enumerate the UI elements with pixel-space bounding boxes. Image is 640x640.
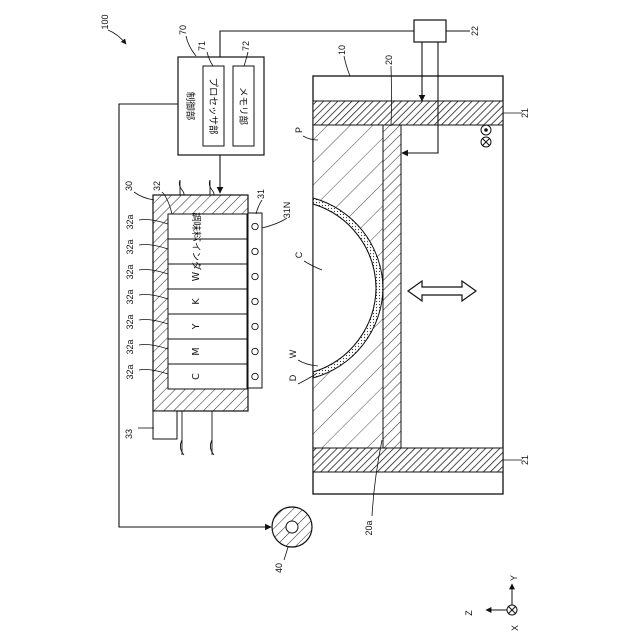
axis-y-label: Y [509,575,519,581]
heater-40 [272,507,312,547]
label-C: C [294,251,304,258]
label-20: 20 [384,55,394,65]
label-32a: 32a [125,289,135,304]
nozzle [252,298,258,304]
label-71: 71 [197,41,207,51]
label-P: P [294,127,304,133]
label-W: W [288,349,298,358]
cartridge-32a [168,239,247,264]
label-30: 30 [124,181,134,191]
rail-21-bottom [313,448,503,472]
nozzle [252,373,258,379]
label-22: 22 [470,26,480,36]
carriage-33 [153,411,177,439]
nozzle [252,248,258,254]
label-32a: 32a [125,364,135,379]
memory-label: メモリ部 [237,87,249,125]
label-70: 70 [178,25,188,35]
cartridge-32a [168,214,247,239]
rail-21-top [313,101,503,125]
nozzle [252,223,258,229]
axis-z-label: Z [464,610,474,616]
label-D: D [288,374,298,381]
cartridge-label: 調味料 [190,212,202,241]
label-31N: 31N [282,202,292,219]
label-100: 100 [100,14,110,29]
label-32a: 32a [125,239,135,254]
label-32a: 32a [125,214,135,229]
label-32a: 32a [125,339,135,354]
label-32: 32 [152,181,162,191]
stage-20 [383,125,401,448]
cartridge-label: W [191,271,202,281]
axes-indicator: Y Z X [464,575,520,631]
cartridge-32a [168,264,247,289]
label-32a: 32a [125,314,135,329]
processor-label: プロセッサ部 [207,77,219,134]
label-10: 10 [337,45,347,55]
cartridge-32a [168,289,247,314]
cartridge-32a [168,364,247,389]
label-33: 33 [124,429,134,439]
nozzle [252,348,258,354]
cartridge-32a [168,339,247,364]
nozzle [252,323,258,329]
nozzle [252,273,258,279]
label-20a: 20a [364,520,374,535]
print-head-30: CMYKWバインダ調味料 [153,180,262,455]
cartridge-label: K [191,298,202,305]
cartridge-label: C [191,373,202,380]
cartridge-label: M [191,347,202,355]
label-31: 31 [256,189,266,199]
label-32a: 32a [125,264,135,279]
label-40: 40 [274,563,284,573]
cartridge-label: Y [191,323,202,330]
cartridge-32a [168,314,247,339]
container-10 [313,76,503,494]
axis-x-label: X [510,625,520,631]
label-72: 72 [241,41,251,51]
control-title: 制御部 [184,92,196,121]
